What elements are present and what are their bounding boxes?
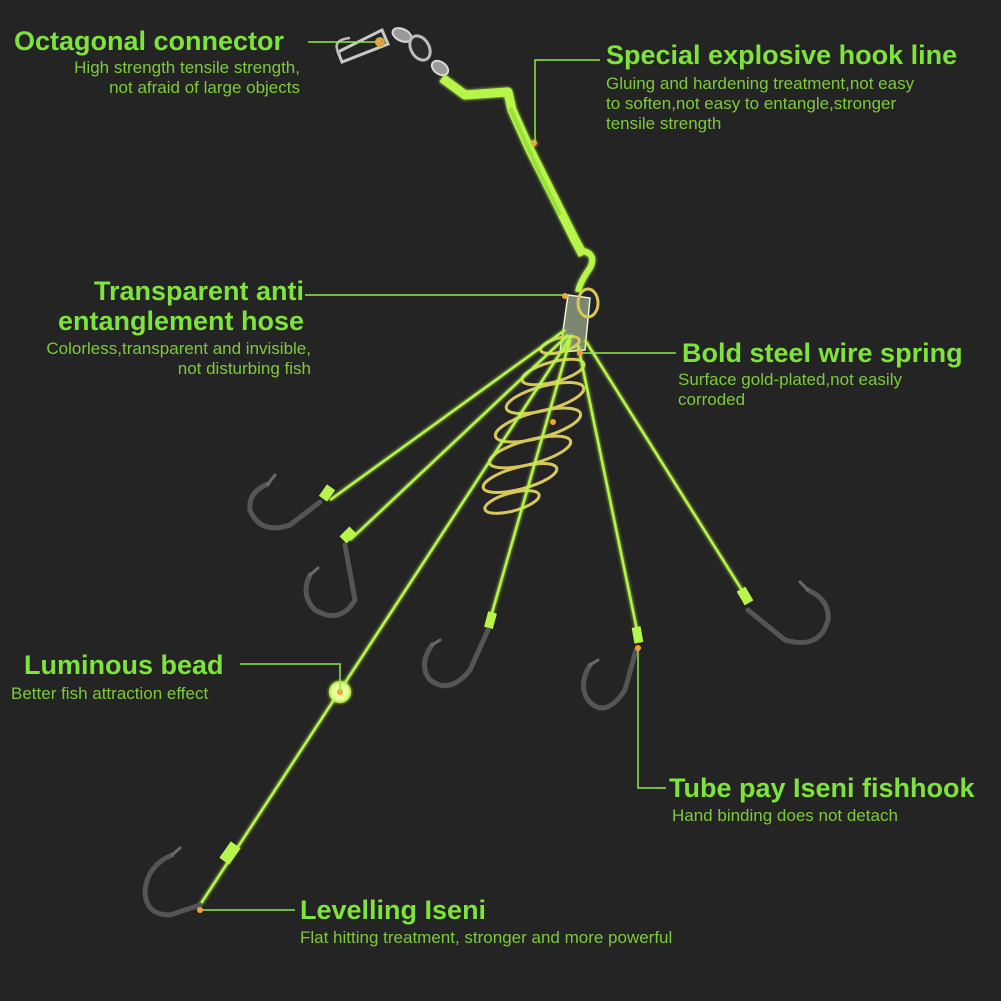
special-hook-line [439, 74, 596, 293]
hook-line-desc-1: Gluing and hardening treatment,not easy [606, 74, 915, 93]
fishhook-desc: Hand binding does not detach [672, 806, 898, 825]
levelling-title: Levelling Iseni [300, 895, 487, 925]
spring-title: Bold steel wire spring [682, 338, 963, 368]
hose-title-2: entanglement hose [57, 306, 304, 336]
octagonal-connector [335, 27, 450, 77]
fishhooks [142, 473, 831, 918]
branch-lines [198, 328, 747, 906]
octagonal-connector-desc-2: not afraid of large objects [109, 78, 300, 97]
bead-desc: Better fish attraction effect [11, 684, 209, 703]
spring-desc-1: Surface gold-plated,not easily [678, 370, 902, 389]
bead-title: Luminous bead [24, 650, 224, 680]
spring-desc-2: corroded [678, 390, 746, 409]
hose-title-1: Transparent anti [93, 276, 304, 306]
fishhook-title: Tube pay Iseni fishhook [669, 773, 975, 803]
levelling-desc: Flat hitting treatment, stronger and mor… [300, 928, 673, 947]
hook-line-desc-2: to soften,not easy to entangle,stronger [606, 94, 897, 113]
line-sleeves [219, 484, 754, 865]
octagonal-connector-desc-1: High strength tensile strength, [74, 58, 300, 77]
leader-lines [197, 39, 676, 913]
hook-line-title: Special explosive hook line [606, 40, 958, 70]
hose-desc-1: Colorless,transparent and invisible, [46, 339, 311, 358]
steel-wire-spring [481, 334, 586, 515]
octagonal-connector-title: Octagonal connector [14, 26, 285, 56]
hose-desc-2: not disturbing fish [177, 359, 311, 378]
hook-line-desc-3: tensile strength [606, 114, 722, 133]
